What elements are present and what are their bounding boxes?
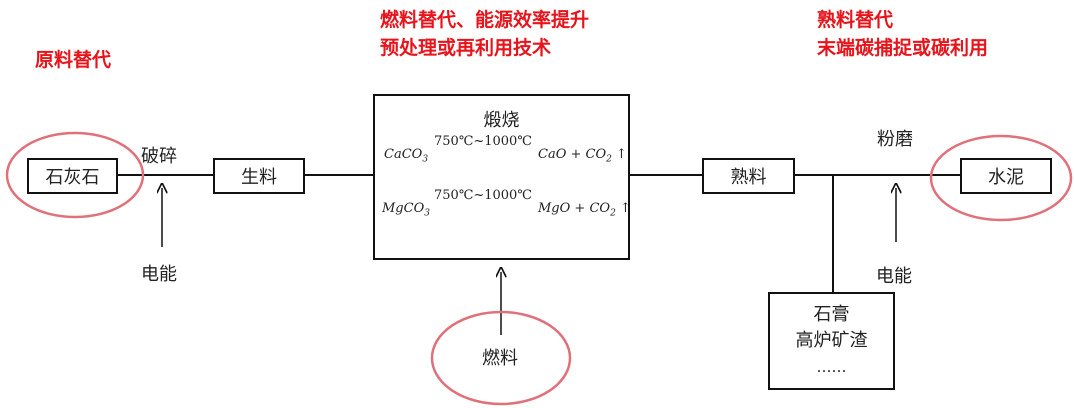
highlight-ellipse-limestone [5,131,145,219]
node-additives: 石膏 高炉矿渣 …… [768,292,895,390]
additive-ellipsis: …… [816,358,847,376]
annotation-fuel-line1: 燃料替代、能源效率提升 [380,9,590,31]
reaction2-products: MgO + CO2 ↑ [538,201,631,219]
annotation-clinker-line2: 末端碳捕捉或碳利用 [817,37,989,59]
annotation-fuel-line2: 预处理或再利用技术 [380,37,552,59]
label-grinding: 粉磨 [877,129,913,150]
annotation-clinker-line1: 熟料替代 [817,9,894,31]
highlight-ellipse-cement [929,134,1073,222]
node-calcination: 煅烧 [373,94,630,260]
label-crushing: 破碎 [141,146,177,167]
calcination-title: 煅烧 [483,110,520,131]
node-cement: 水泥 [960,158,1052,194]
reaction1-reactant: CaCO3 [384,147,429,165]
label-electricity-right: 电能 [876,266,912,287]
node-limestone: 石灰石 [27,158,118,194]
reaction1-products: CaO + CO2 ↑ [538,147,627,165]
node-clinker: 熟料 [702,158,795,194]
reaction1-condition: 750℃~1000℃ [434,134,532,149]
reaction2-condition: 750℃~1000℃ [434,188,532,203]
highlight-ellipse-fuel [430,310,572,406]
reaction2-reactant: MgCO3 [382,201,430,219]
additive-gypsum: 石膏 [813,304,850,325]
node-fuel: 燃料 [482,348,518,369]
label-electricity-left: 电能 [141,264,177,285]
additive-slag: 高炉矿渣 [795,330,868,351]
node-raw-meal: 生料 [213,158,305,194]
annotation-raw-material: 原料替代 [35,49,112,71]
